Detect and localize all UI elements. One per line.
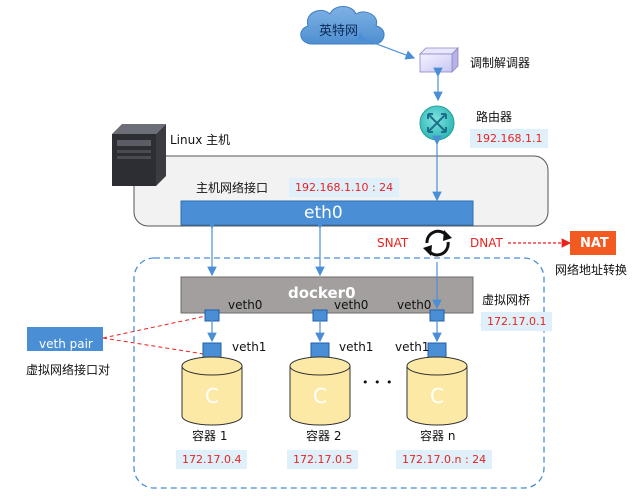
veth-pair-tag: veth pair: [39, 337, 93, 351]
virtual-network-area: [133, 257, 545, 489]
eth0-bar: [180, 200, 474, 226]
nat-box-label: NAT: [580, 236, 609, 251]
container-cylinder: [406, 366, 468, 426]
bridge-caption: 虚拟网桥: [482, 293, 531, 307]
container-1-veth0: veth0: [228, 298, 263, 312]
sync-icon: [423, 229, 452, 257]
veth0-port: [429, 309, 445, 322]
router-ip: 192.168.1.1: [470, 129, 549, 148]
veth0-port: [312, 309, 328, 322]
dnat-label: DNAT: [470, 236, 503, 250]
container-2-ip: 172.17.0.5: [287, 450, 359, 469]
ellipsis: • • •: [362, 376, 394, 389]
host-nic-ip: 192.168.1.10 : 24: [289, 178, 400, 197]
container-n-veth0: veth0: [397, 298, 432, 312]
router-label: 路由器: [476, 110, 513, 124]
container-cylinder: [289, 366, 351, 426]
container-n-name: 容器 n: [420, 429, 456, 443]
container-cylinder: [181, 366, 243, 426]
container-n-glyph: C: [430, 384, 444, 408]
veth0-port: [204, 309, 220, 322]
container-1-veth1: veth1: [232, 340, 267, 354]
modem-icon: [419, 47, 459, 73]
eth0-label: eth0: [304, 203, 343, 223]
container-2-veth0: veth0: [334, 298, 369, 312]
router-icon: [419, 105, 455, 141]
container-n-veth1: veth1: [395, 340, 430, 354]
container-1-glyph: C: [205, 384, 219, 408]
container-1-ip: 172.17.0.4: [176, 450, 248, 469]
docker0-bridge-bar: [180, 276, 474, 314]
container-1-group: [181, 309, 243, 426]
container-1-name: 容器 1: [192, 429, 228, 443]
internet-modem-link: [356, 32, 416, 60]
linux-host-label: Linux 主机: [170, 133, 231, 147]
veth-pair-tag-box: [27, 327, 103, 351]
container-2-glyph: C: [313, 384, 327, 408]
container-2-group: [289, 309, 351, 426]
docker0-label: docker0: [288, 284, 356, 302]
server-icon: [112, 124, 166, 186]
host-nic-label: 主机网络接口: [196, 181, 269, 195]
container-2-veth1: veth1: [339, 340, 374, 354]
container-n-group: [406, 309, 468, 426]
internet-label: 英特网: [319, 24, 359, 39]
veth-pair-caption: 虚拟网络接口对: [26, 363, 111, 377]
bridge-ip: 172.17.0.1: [481, 312, 553, 331]
container-2-name: 容器 2: [306, 429, 342, 443]
nat-caption: 网络地址转换: [555, 263, 628, 277]
veth-pair-pointer: [102, 337, 205, 355]
container-n-ip: 172.17.0.n : 24: [396, 450, 493, 469]
nat-box: [570, 231, 616, 255]
snat-label: SNAT: [377, 236, 409, 250]
veth-pair-pointer: [102, 315, 207, 339]
modem-label: 调制解调器: [470, 56, 531, 70]
